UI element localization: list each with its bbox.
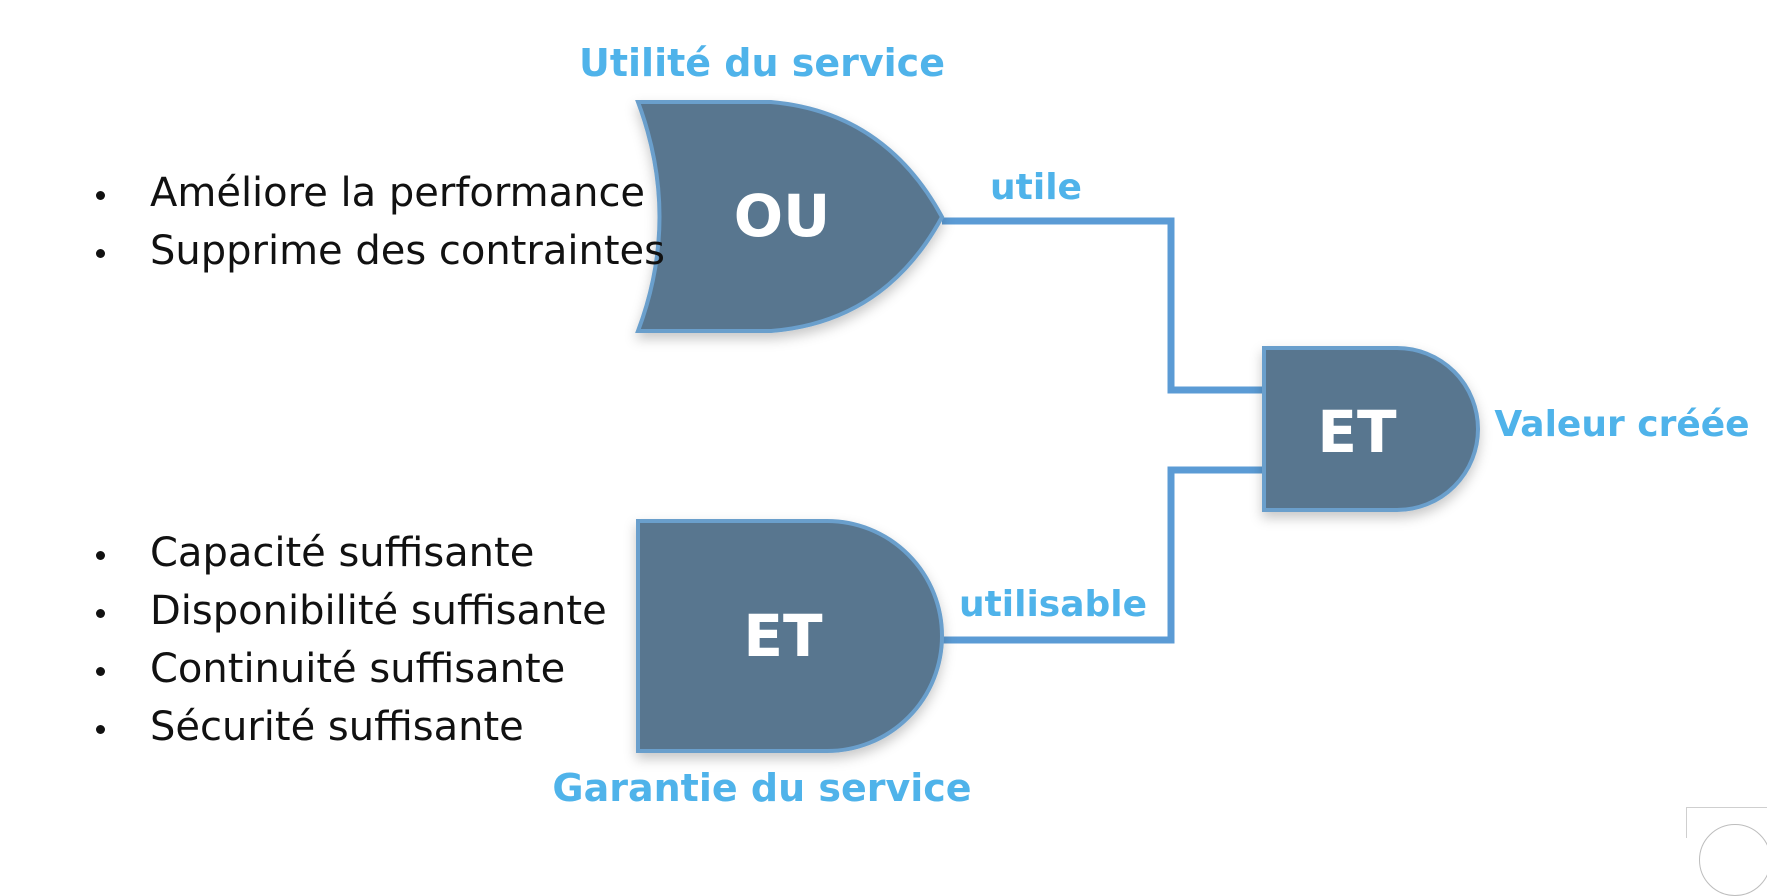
warranty-criterion: Capacité suffisante bbox=[96, 524, 607, 582]
output-label: Valeur créée bbox=[1494, 404, 1749, 445]
utility-criterion: Améliore la performance bbox=[96, 164, 665, 222]
wire-utilisable-label: utilisable bbox=[959, 584, 1147, 625]
wire-utile-label: utile bbox=[990, 167, 1082, 208]
or-gate bbox=[635, 100, 945, 333]
utility-criteria-list: Améliore la performance Supprime des con… bbox=[96, 164, 665, 280]
wire-utilisable bbox=[942, 466, 1262, 644]
warranty-and-gate bbox=[636, 519, 944, 753]
value-and-gate bbox=[1262, 346, 1480, 512]
warranty-criterion: Sécurité suffisante bbox=[96, 698, 607, 756]
corner-widget[interactable] bbox=[1686, 807, 1767, 896]
warranty-gate-label: ET bbox=[743, 602, 823, 670]
utility-title: Utilité du service bbox=[579, 41, 945, 85]
warranty-criterion: Continuité suffisante bbox=[96, 640, 607, 698]
value-gate-label: ET bbox=[1317, 398, 1397, 466]
warranty-criterion: Disponibilité suffisante bbox=[96, 582, 607, 640]
warranty-title: Garantie du service bbox=[552, 766, 971, 810]
warranty-criteria-list: Capacité suffisante Disponibilité suffis… bbox=[96, 524, 607, 756]
wire-utile bbox=[942, 217, 1262, 394]
or-gate-label: OU bbox=[734, 182, 830, 250]
logic-gate-diagram: OU ET ET Utilité du service Garantie du … bbox=[552, 41, 1749, 810]
utility-criterion: Supprime des contraintes bbox=[96, 222, 665, 280]
